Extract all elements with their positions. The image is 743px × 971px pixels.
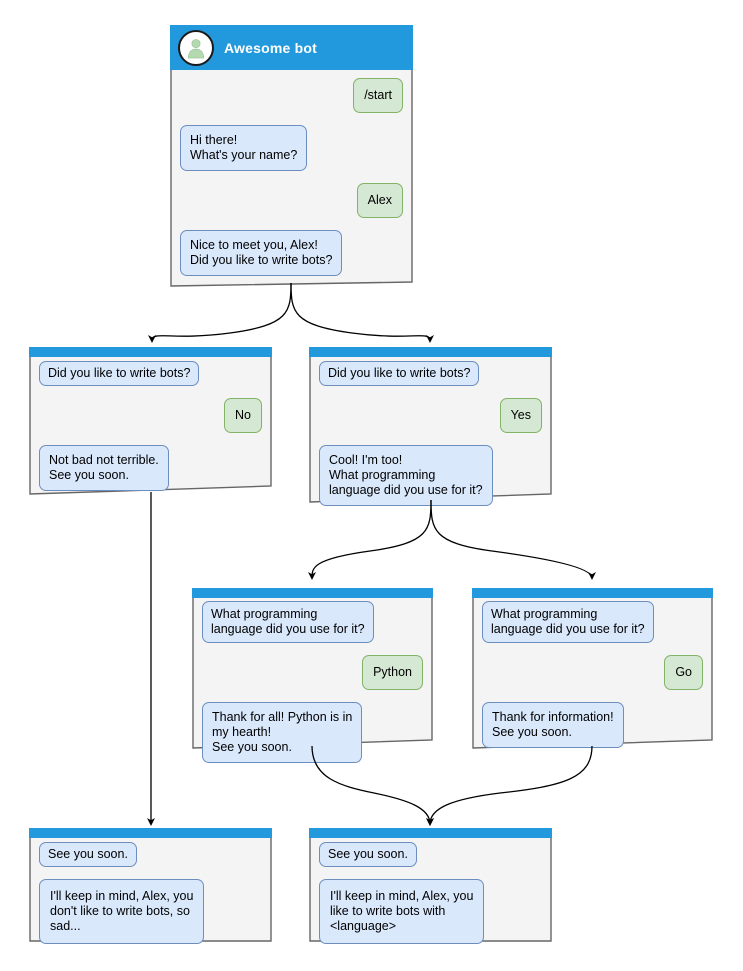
message-row: No [39, 398, 262, 433]
go-branch-card-header [472, 588, 713, 598]
bot-bubble[interactable]: I'll keep in mind, Alex, you don't like … [39, 879, 205, 944]
message-row: I'll keep in mind, Alex, you like to wri… [319, 879, 542, 944]
bot-bubble[interactable]: Not bad not terrible. See you soon. [39, 445, 169, 491]
root-card-messages: /start Hi there! What's your name? Alex … [170, 78, 413, 288]
bot-bubble[interactable]: See you soon. [319, 842, 417, 867]
user-bubble[interactable]: No [224, 398, 262, 433]
user-bubble[interactable]: /start [353, 78, 403, 113]
bot-bubble[interactable]: Did you like to write bots? [39, 361, 200, 386]
message-row: Yes [319, 398, 542, 433]
end-sad-card-messages: See you soon. I'll keep in mind, Alex, y… [29, 842, 272, 956]
edge-root-to-yes [290, 282, 434, 343]
message-row: Python [202, 655, 423, 690]
message-row: See you soon. [319, 842, 542, 867]
user-bubble[interactable]: Go [664, 655, 703, 690]
message-row: I'll keep in mind, Alex, you don't like … [39, 879, 262, 944]
root-card-header: Awesome bot [170, 25, 413, 70]
message-row: Thank for all! Python is in my hearth! S… [202, 702, 423, 763]
message-row: Not bad not terrible. See you soon. [39, 445, 262, 491]
python-branch-card-header [192, 588, 433, 598]
bot-bubble[interactable]: Thank for all! Python is in my hearth! S… [202, 702, 363, 763]
bot-bubble[interactable]: What programming language did you use fo… [482, 601, 654, 643]
message-row: Nice to meet you, Alex! Did you like to … [180, 230, 403, 276]
bot-bubble[interactable]: Did you like to write bots? [319, 361, 480, 386]
end-happy-card[interactable]: See you soon. I'll keep in mind, Alex, y… [309, 828, 552, 944]
end-sad-card[interactable]: See you soon. I'll keep in mind, Alex, y… [29, 828, 272, 944]
message-row: Alex [180, 183, 403, 218]
user-bubble[interactable]: Alex [356, 183, 403, 218]
no-branch-card[interactable]: Did you like to write bots? No Not bad n… [29, 347, 272, 495]
end-sad-card-header [29, 828, 272, 838]
yes-branch-card-messages: Did you like to write bots? Yes Cool! I'… [309, 361, 552, 518]
bot-bubble[interactable]: I'll keep in mind, Alex, you like to wri… [319, 879, 485, 944]
bot-bubble[interactable]: What programming language did you use fo… [202, 601, 374, 643]
message-row: Thank for information! See you soon. [482, 702, 703, 748]
message-row: Go [482, 655, 703, 690]
bot-bubble[interactable]: Nice to meet you, Alex! Did you like to … [180, 230, 343, 276]
message-row: See you soon. [39, 842, 262, 867]
root-card[interactable]: Awesome bot /start Hi there! What's your… [170, 25, 413, 287]
message-row: /start [180, 78, 403, 113]
python-branch-card[interactable]: What programming language did you use fo… [192, 588, 433, 763]
person-avatar-icon [178, 29, 214, 66]
bot-bubble[interactable]: Thank for information! See you soon. [482, 702, 624, 748]
root-card-title: Awesome bot [224, 39, 317, 56]
python-branch-card-messages: What programming language did you use fo… [192, 601, 433, 775]
bot-bubble[interactable]: Cool! I'm too! What programming language… [319, 445, 493, 506]
end-happy-card-header [309, 828, 552, 838]
bot-bubble[interactable]: See you soon. [39, 842, 137, 867]
go-branch-card[interactable]: What programming language did you use fo… [472, 588, 713, 749]
end-happy-card-messages: See you soon. I'll keep in mind, Alex, y… [309, 842, 552, 956]
message-row: What programming language did you use fo… [482, 601, 703, 643]
message-row: Cool! I'm too! What programming language… [319, 445, 542, 506]
edge-root-to-no [148, 282, 292, 343]
bot-bubble[interactable]: Hi there! What's your name? [180, 125, 308, 171]
no-branch-card-header [29, 347, 272, 357]
yes-branch-card[interactable]: Did you like to write bots? Yes Cool! I'… [309, 347, 552, 506]
message-row: Did you like to write bots? [39, 361, 262, 386]
message-row: Did you like to write bots? [319, 361, 542, 386]
user-bubble[interactable]: Python [362, 655, 423, 690]
no-branch-card-messages: Did you like to write bots? No Not bad n… [29, 361, 272, 503]
message-row: Hi there! What's your name? [180, 125, 403, 171]
message-row: What programming language did you use fo… [202, 601, 423, 643]
user-bubble[interactable]: Yes [499, 398, 542, 433]
go-branch-card-messages: What programming language did you use fo… [472, 601, 713, 760]
yes-branch-card-header [309, 347, 552, 357]
